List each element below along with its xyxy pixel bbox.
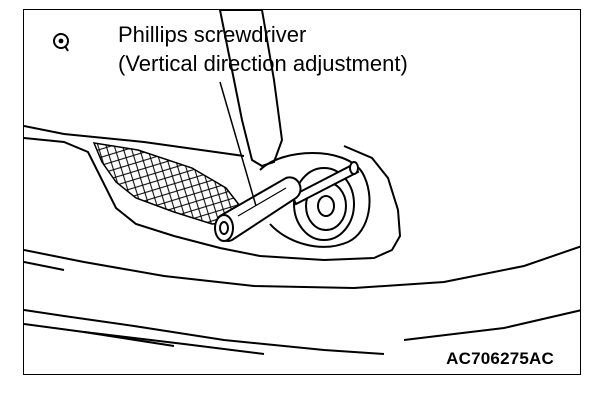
- fog-lamp-housing: [259, 152, 371, 248]
- fog-lamp-grille-mesh: [92, 142, 241, 225]
- callout-line-purpose: (Vertical direction adjustment): [118, 51, 408, 76]
- service-point-symbol-icon: [53, 33, 69, 52]
- bumper-fascia: [24, 125, 580, 355]
- callout-label: Phillips screwdriver (Vertical direction…: [118, 20, 408, 78]
- figure-id: AC706275AC: [446, 349, 554, 368]
- callout-line-tool: Phillips screwdriver: [118, 22, 307, 47]
- callout-leader-line: [219, 81, 257, 207]
- figure-frame: Phillips screwdriver (Vertical direction…: [23, 9, 581, 375]
- phillips-screwdriver: [214, 161, 360, 242]
- fog-lamp-illustration: [24, 10, 580, 355]
